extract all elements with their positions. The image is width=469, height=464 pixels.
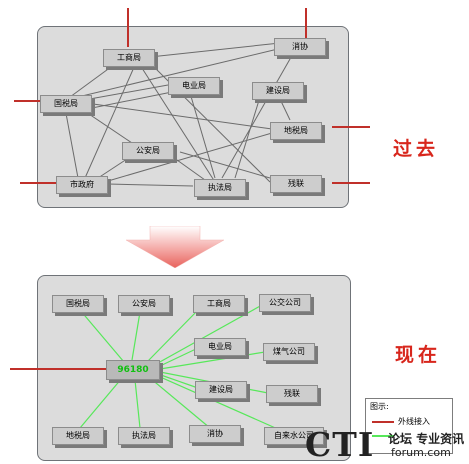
node-ziaishui-after: 自来水公司 xyxy=(264,427,324,445)
link-dianye-zhifa xyxy=(189,92,216,179)
link-guoshui-gongan xyxy=(79,107,136,146)
legend-row-external: 外线接入 xyxy=(370,416,450,428)
node-jianshe-before: 建设局 xyxy=(252,82,304,100)
spoke-zhifa xyxy=(134,379,141,429)
spoke-guoshui xyxy=(79,309,125,363)
legend-external-label: 外线接入 xyxy=(398,417,430,426)
spoke-xiaoxie xyxy=(149,377,211,429)
node-gongshang-before: 工商局 xyxy=(103,49,155,67)
node-xiaoxie-before: 消协 xyxy=(274,38,326,56)
before-label: 过去 xyxy=(393,138,440,160)
link-shizhengfu-dishui xyxy=(107,132,273,182)
spoke-jianshe xyxy=(157,373,199,389)
spoke-meiqi xyxy=(159,351,266,370)
watermark-line2: forum.com xyxy=(391,446,451,459)
after-connections xyxy=(79,304,281,431)
node-guoshui-before: 国税局 xyxy=(40,95,92,113)
node-zhifa-after: 执法局 xyxy=(118,427,170,445)
node-cantian-after: 残联 xyxy=(266,385,318,403)
spoke-gongan xyxy=(131,311,141,361)
before-external-lines xyxy=(14,8,370,184)
spoke-gongshang xyxy=(147,307,201,362)
node-jianshe-after: 建设局 xyxy=(195,381,247,399)
watermark-line1: 论坛 专业资讯 xyxy=(388,432,465,446)
node-dishui-after: 地税局 xyxy=(52,427,104,445)
link-dianye-guoshui-low xyxy=(81,91,173,111)
link-gongan-cantian xyxy=(179,151,271,179)
node-dishui-before: 地税局 xyxy=(270,122,322,140)
spoke-ziaishui xyxy=(157,375,281,431)
node-meiqi-after: 煤气公司 xyxy=(263,343,315,361)
down-arrow-icon xyxy=(125,226,225,268)
legend-title: 图示: xyxy=(370,402,389,411)
spoke-dishui xyxy=(79,377,123,429)
link-gongan-zhifa xyxy=(169,154,206,181)
node-guoshui-after: 国税局 xyxy=(52,295,104,313)
node-gongshang-after: 工商局 xyxy=(193,295,245,313)
node-gongjiao-after: 公交公司 xyxy=(259,294,311,312)
link-gongshang-zhifa xyxy=(139,64,216,183)
node-dianye-after: 电业局 xyxy=(194,338,246,356)
link-xiaoxie-zhifa xyxy=(221,51,295,179)
after-label: 现在 xyxy=(395,344,442,366)
legend-external-swatch xyxy=(372,421,394,423)
link-gongshang-xiaoxie xyxy=(149,42,281,58)
watermark: CTI 论坛 专业资讯 forum.com xyxy=(305,425,467,464)
link-guoshui-xiaoxie xyxy=(81,47,283,97)
link-guoshui-shizhengfu xyxy=(64,107,79,179)
link-jianshe-zhifa xyxy=(234,96,261,179)
node-shizhengfu-before: 市政府 xyxy=(56,176,108,194)
link-gongshang-shizhengfu xyxy=(84,64,136,179)
legend-internal-swatch xyxy=(372,435,394,437)
node-cantian-before: 残联 xyxy=(270,175,322,193)
hub-node: 96180 xyxy=(106,360,160,380)
node-zhifa-before: 执法局 xyxy=(194,179,246,197)
spoke-gongjiao xyxy=(157,304,263,364)
node-gongan-before: 公安局 xyxy=(122,142,174,160)
link-guoshui-dishui xyxy=(85,102,273,130)
watermark-brand: CTI xyxy=(305,425,375,464)
link-guoshui-dianye xyxy=(83,84,169,101)
node-xiaoxie-after: 消协 xyxy=(189,425,241,443)
legend: 图示: 外线接入 xyxy=(365,398,453,454)
spoke-dianye xyxy=(159,347,199,367)
link-jianshe-dishui xyxy=(279,98,291,121)
link-shizhengfu-zhifa xyxy=(107,183,194,187)
link-gongshang-guoshui xyxy=(69,63,116,98)
legend-row-internal xyxy=(370,430,450,442)
node-gongan-after: 公安局 xyxy=(118,295,170,313)
node-dianye-before: 电业局 xyxy=(168,77,220,95)
before-connections xyxy=(64,42,295,187)
